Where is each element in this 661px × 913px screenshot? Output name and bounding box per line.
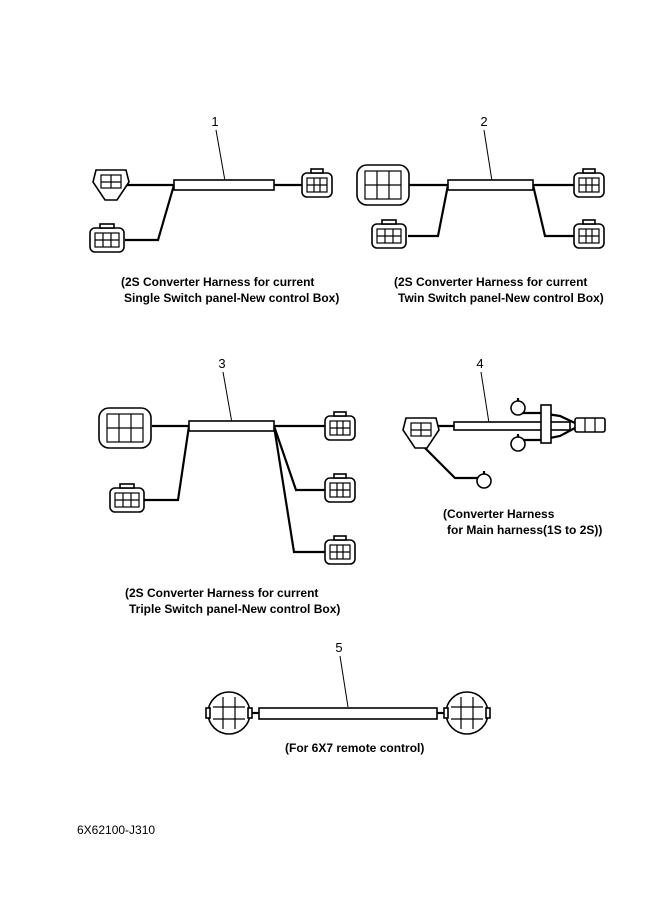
harness-1-sleeve [173,179,275,191]
harness-5-connector-b-icon [443,691,491,735]
item-1-caption-line1: (2S Converter Harness for current [121,275,314,289]
harness-1-connector-a-icon [92,169,130,201]
harness-3: 3 (2S Converter Harness for current Trip… [98,356,356,616]
item-2-number: 2 [480,114,487,129]
item-4-number: 4 [476,356,483,371]
item-4-caption-line2: for Main harness(1S to 2S)) [447,523,602,537]
item-3-caption-line2: Triple Switch panel-New control Box) [129,602,340,616]
harness-4-connector-a-icon [402,417,440,449]
item-5-caption: (For 6X7 remote control) [285,741,424,755]
harness-2-connector-c-icon [573,168,605,198]
harness-3-sleeve [188,420,275,432]
item-1-leader [215,129,226,182]
harness-4-cap-lower-icon [509,432,527,453]
harness-3-connector-b-icon [109,483,145,513]
harness-3-connector-e-icon [324,535,356,565]
item-3-number: 3 [218,356,225,371]
item-3-caption-line1: (2S Converter Harness for current [125,586,318,600]
harness-4-clip [540,404,552,444]
harness-2-connector-b-icon [371,219,407,249]
harness-1-connector-c-icon [301,168,333,198]
harness-4-cap-upper-icon [509,396,527,417]
harness-5: 5 (For 6X7 remote control) [205,640,491,755]
item-2-caption-line2: Twin Switch panel-New control Box) [398,291,604,305]
harness-2-connector-d-icon [573,219,605,249]
harness-5-connector-a-icon [205,691,253,735]
harness-1-connector-b-icon [89,223,125,253]
harness-5-sleeve [258,707,438,720]
harness-4: 4 (Converter Harness for Main harness(1S… [402,356,606,537]
item-3-leader [222,371,233,424]
harness-2: 2 (2S Converter Harness for current Twin… [356,114,605,305]
item-1-caption-line2: Single Switch panel-New control Box) [124,291,339,305]
item-5-number: 5 [335,640,342,655]
harness-3-connector-a-icon [98,407,152,449]
harness-2-sleeve [447,179,534,191]
item-4-caption-line1: (Converter Harness [443,507,555,521]
item-4-leader [480,371,490,424]
item-1-number: 1 [211,114,218,129]
harness-2-connector-a-icon [356,164,410,206]
harness-4-cap-end-icon [475,469,493,490]
harness-4-sleeve [453,421,571,431]
item-5-leader [339,655,349,708]
harness-4-connector-b-icon [574,417,606,433]
item-2-caption-line1: (2S Converter Harness for current [394,275,587,289]
item-2-leader [483,129,493,182]
harness-3-connector-c-icon [324,411,356,441]
harness-1: 1 (2S Converter Harness for current Sing… [89,114,339,305]
harness-3-connector-d-icon [324,473,356,503]
drawing-code: 6X62100-J310 [77,823,155,837]
